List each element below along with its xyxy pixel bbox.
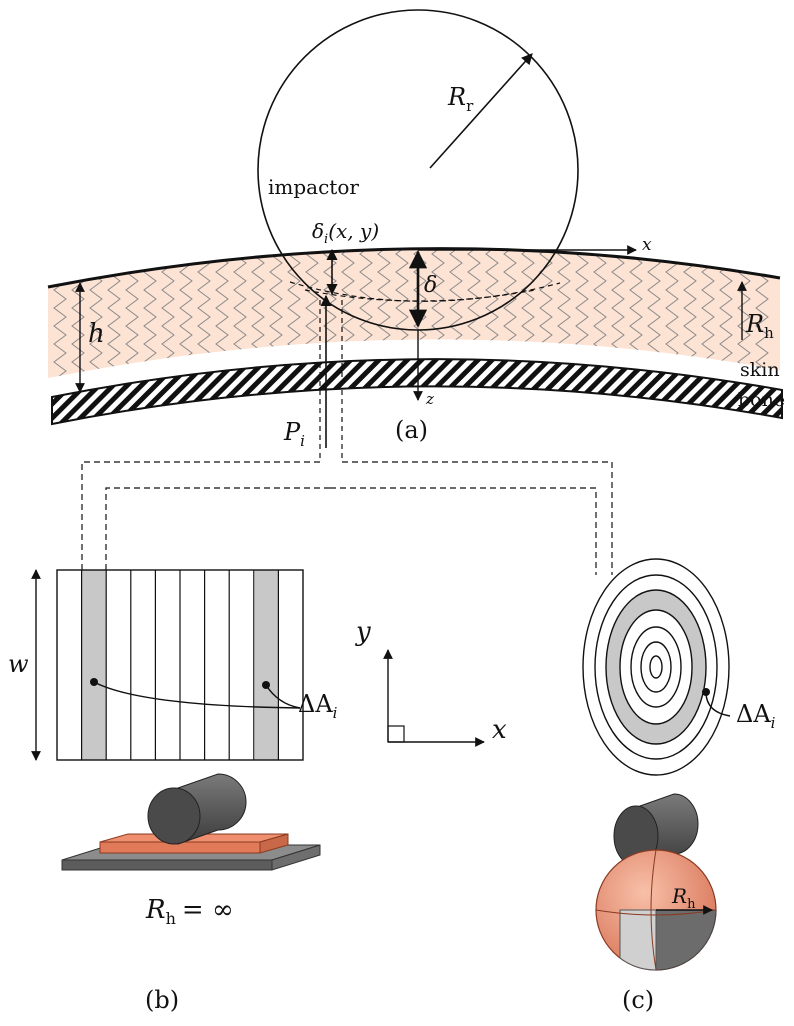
sphere-radius-label: Rh [671,884,696,912]
area-label-b: ΔAi [298,690,338,722]
spring-element [719,248,733,378]
panel-b: w ΔAi Rh= ∞ (b) [8,569,338,1014]
spring-element [233,248,247,378]
strip-highlight-left [82,570,106,760]
radius-label: Rr [447,83,474,115]
spring-element [395,248,409,378]
spring-element [611,248,625,378]
contact-strips [80,570,279,760]
coordinate-axes: y x [355,617,507,747]
displacement-label: δi(x, y) [312,219,379,247]
force-label: Pi [283,418,305,450]
spring-element [197,248,211,378]
flat-skin-illustration [61,773,321,871]
spring-element [557,248,571,378]
spring-element [143,248,157,378]
bone-label: bone [738,389,785,411]
caption-a: (a) [395,416,428,444]
spring-element [467,248,481,378]
spring-element [665,248,679,378]
spring-element [179,248,193,378]
spring-element [449,248,463,378]
thickness-label: h [88,319,105,349]
x-axis-label: x [642,235,652,255]
spring-element [107,248,121,378]
impactor-label: impactor [268,175,359,199]
spring-element [161,248,175,378]
spring-element [341,248,355,378]
spring-element [503,248,517,378]
panel-c: ΔAi Rh (c) [582,558,776,1014]
indentation-profile [289,281,561,302]
skin-springs [53,248,769,378]
sphere-illustration: Rh [595,849,717,971]
spring-element [575,248,589,378]
spring-element [593,248,607,378]
radius-infinite-label: Rh= ∞ [145,895,234,928]
z-axis-label: z [425,390,434,408]
spring-element [647,248,661,378]
spring-element [539,248,553,378]
spring-element [521,248,535,378]
connector-lines [81,461,613,575]
spring-element [125,248,139,378]
spring-element [701,248,715,378]
spring-element [251,248,265,378]
spring-element [89,248,103,378]
caption-b: (b) [145,986,179,1014]
width-label: w [8,650,29,678]
leader-line-c [705,691,731,717]
spring-element [71,248,85,378]
spring-element [629,248,643,378]
spring-element [485,248,499,378]
spring-element [269,248,283,378]
caption-c: (c) [622,986,654,1014]
spring-element [737,248,751,378]
strip-highlight-right [255,570,279,760]
spring-element [377,248,391,378]
contact-area-rectangle [56,569,304,761]
delta-label: δ [424,273,437,298]
spring-element [53,248,67,378]
spring-element [431,248,445,378]
area-label-c: ΔAi [736,700,776,732]
skin-label: skin [740,359,780,381]
spring-element [215,248,229,378]
leader-line-b [93,681,301,709]
spring-element [683,248,697,378]
spring-element [359,248,373,378]
skin-surface [47,247,781,289]
bone-layer [51,358,783,426]
radius-arrow [429,53,533,169]
spring-element [323,248,337,378]
y-axis-label: y [355,617,371,647]
spring-element [755,248,769,378]
panel-a: Rr impactor δi(x, y) x δ z h Rh skin bon… [47,9,785,462]
x-axis-label-center: x [492,715,507,745]
spring-element [305,248,319,378]
curvature-label: Rh [745,310,774,342]
spring-element [287,248,301,378]
